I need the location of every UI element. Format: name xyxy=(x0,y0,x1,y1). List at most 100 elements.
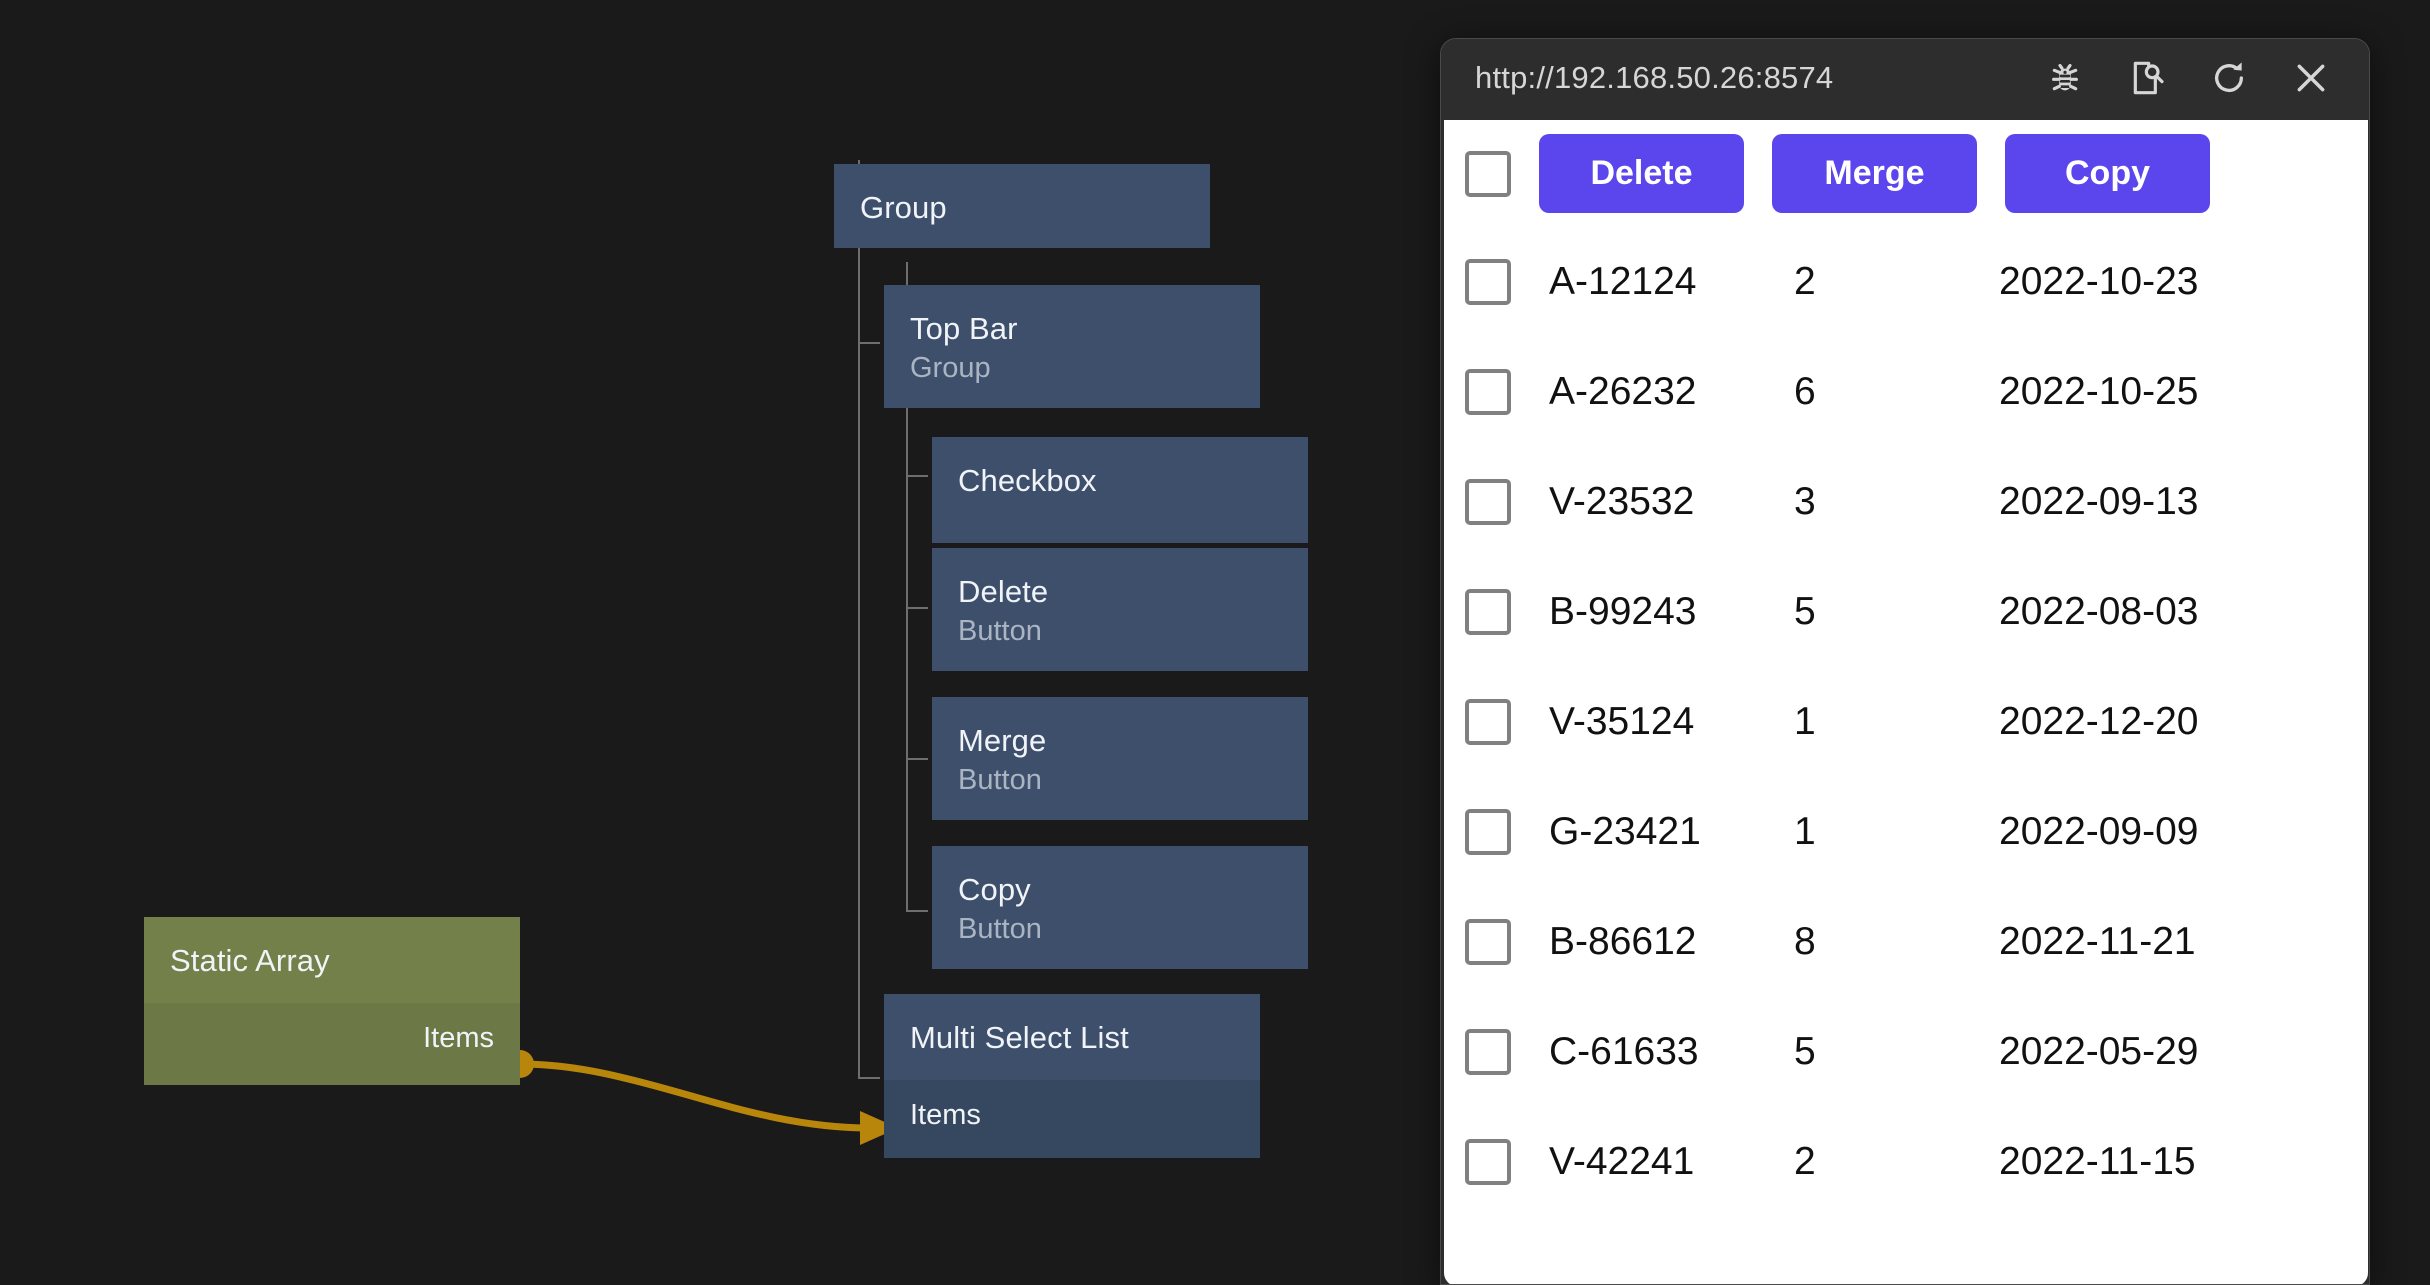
table-row[interactable]: V-35124 1 2022-12-20 xyxy=(1444,667,2368,777)
edge-static-array-items-to-multi-select-items xyxy=(516,1060,874,1132)
node-title: Checkbox xyxy=(958,463,1097,498)
cell-date: 2022-11-15 xyxy=(1999,1140,2196,1183)
node-header: Copy Button xyxy=(932,846,1308,969)
table-row[interactable]: A-26232 6 2022-10-25 xyxy=(1444,337,2368,447)
node-merge[interactable]: Merge Button xyxy=(932,697,1308,820)
node-delete[interactable]: Delete Button xyxy=(932,548,1308,671)
cell-quantity: 3 xyxy=(1794,480,1816,523)
node-title: Multi Select List xyxy=(910,1020,1129,1055)
bug-icon[interactable] xyxy=(2037,50,2093,106)
row-checkbox[interactable] xyxy=(1465,699,1511,745)
cell-id: A-26232 xyxy=(1549,370,1697,413)
node-title: Delete xyxy=(958,574,1049,609)
cell-id: V-23532 xyxy=(1549,480,1695,523)
browser-window: http://192.168.50.26:8574 xyxy=(1440,38,2370,1285)
tree-connector xyxy=(858,342,880,344)
tree-connector xyxy=(858,160,860,1077)
cell-id: B-99243 xyxy=(1549,590,1697,633)
node-title: Merge xyxy=(958,723,1047,758)
node-static-array[interactable]: Static Array Items xyxy=(144,917,520,1086)
tree-connector xyxy=(906,475,928,477)
cell-date: 2022-09-09 xyxy=(1999,810,2199,853)
node-title: Copy xyxy=(958,872,1031,907)
cell-date: 2022-09-13 xyxy=(1999,480,2199,523)
node-header: Merge Button xyxy=(932,697,1308,820)
select-all-checkbox[interactable] xyxy=(1465,150,1511,197)
cell-quantity: 2 xyxy=(1794,260,1816,303)
node-input-ports[interactable]: Items xyxy=(884,1079,1260,1159)
node-header: Checkbox xyxy=(932,437,1308,543)
port-items-output[interactable]: Items xyxy=(423,1021,494,1054)
tree-connector xyxy=(858,1077,880,1079)
cell-date: 2022-05-29 xyxy=(1999,1030,2199,1073)
row-checkbox[interactable] xyxy=(1465,589,1511,635)
cell-date: 2022-12-20 xyxy=(1999,700,2199,743)
cell-quantity: 6 xyxy=(1794,370,1816,413)
table-row[interactable]: C-61633 5 2022-05-29 xyxy=(1444,997,2368,1107)
reload-icon[interactable] xyxy=(2201,50,2257,106)
node-output-ports[interactable]: Items xyxy=(144,1002,520,1086)
cell-quantity: 1 xyxy=(1794,810,1816,853)
table-row[interactable]: G-23421 1 2022-09-09 xyxy=(1444,777,2368,887)
node-checkbox[interactable]: Checkbox xyxy=(932,437,1308,543)
node-title: Static Array xyxy=(170,943,330,978)
node-copy[interactable]: Copy Button xyxy=(932,846,1308,969)
node-header: Multi Select List xyxy=(884,994,1260,1080)
table-row[interactable]: A-12124 2 2022-10-23 xyxy=(1444,227,2368,337)
cell-id: G-23421 xyxy=(1549,810,1701,853)
merge-button[interactable]: Merge xyxy=(1772,134,1977,213)
row-checkbox[interactable] xyxy=(1465,479,1511,525)
node-multi-select-list[interactable]: Multi Select List Items xyxy=(884,994,1260,1159)
page-search-icon[interactable] xyxy=(2119,50,2175,106)
browser-titlebar: http://192.168.50.26:8574 xyxy=(1441,39,2369,117)
tree-connector xyxy=(906,910,928,912)
node-title: Group xyxy=(860,190,947,225)
tree-connector xyxy=(906,758,928,760)
node-subtitle: Button xyxy=(958,763,1042,796)
node-header: Static Array xyxy=(144,917,520,1003)
tree-connector xyxy=(906,607,928,609)
cell-date: 2022-11-21 xyxy=(1999,920,2196,963)
row-checkbox[interactable] xyxy=(1465,1029,1511,1075)
row-checkbox[interactable] xyxy=(1465,919,1511,965)
table-row[interactable]: B-86612 8 2022-11-21 xyxy=(1444,887,2368,997)
cell-id: V-35124 xyxy=(1549,700,1695,743)
table-row[interactable]: V-23532 3 2022-09-13 xyxy=(1444,447,2368,557)
cell-id: A-12124 xyxy=(1549,260,1697,303)
node-subtitle: Group xyxy=(910,351,991,384)
tree-connector xyxy=(906,262,908,912)
row-checkbox[interactable] xyxy=(1465,369,1511,415)
row-checkbox[interactable] xyxy=(1465,809,1511,855)
node-group[interactable]: Group xyxy=(834,164,1210,248)
node-title: Top Bar xyxy=(910,311,1018,346)
cell-quantity: 5 xyxy=(1794,1030,1816,1073)
node-header: Group xyxy=(834,164,1210,248)
node-subtitle: Button xyxy=(958,912,1042,945)
node-top-bar[interactable]: Top Bar Group xyxy=(884,285,1260,408)
delete-button[interactable]: Delete xyxy=(1539,134,1744,213)
url-bar[interactable]: http://192.168.50.26:8574 xyxy=(1475,60,1834,95)
table-toolbar: Delete Merge Copy xyxy=(1444,120,2368,227)
cell-quantity: 1 xyxy=(1794,700,1816,743)
node-header: Top Bar Group xyxy=(884,285,1260,408)
cell-quantity: 2 xyxy=(1794,1140,1816,1183)
node-subtitle: Button xyxy=(958,614,1042,647)
cell-date: 2022-10-25 xyxy=(1999,370,2199,413)
node-header: Delete Button xyxy=(932,548,1308,671)
cell-id: B-86612 xyxy=(1549,920,1697,963)
port-items-input[interactable]: Items xyxy=(910,1098,981,1131)
close-icon[interactable] xyxy=(2283,50,2339,106)
copy-button[interactable]: Copy xyxy=(2005,134,2210,213)
cell-quantity: 8 xyxy=(1794,920,1816,963)
cell-date: 2022-10-23 xyxy=(1999,260,2199,303)
row-checkbox[interactable] xyxy=(1465,259,1511,305)
row-checkbox[interactable] xyxy=(1465,1139,1511,1185)
cell-quantity: 5 xyxy=(1794,590,1816,633)
cell-id: C-61633 xyxy=(1549,1030,1699,1073)
